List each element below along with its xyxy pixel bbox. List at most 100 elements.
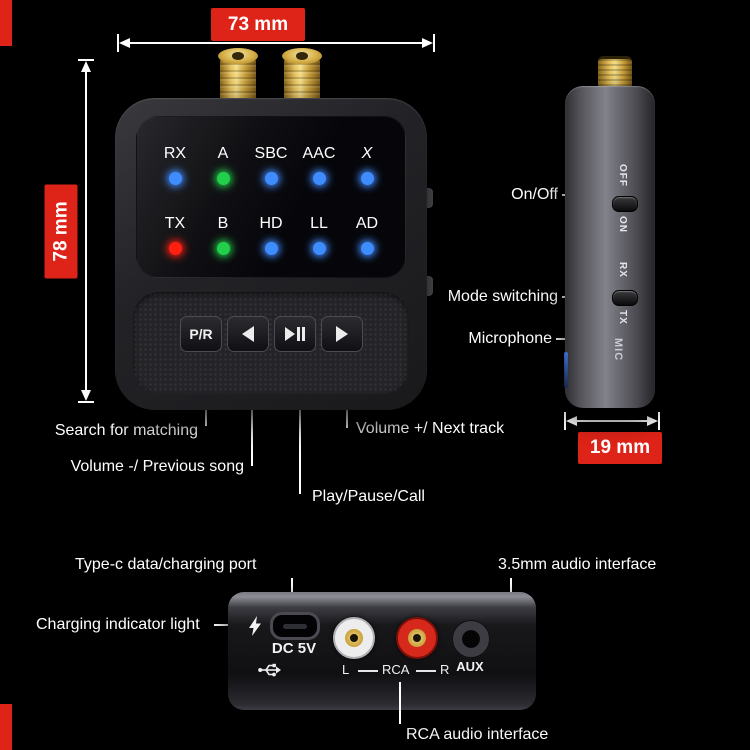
led-ll-indicator xyxy=(312,241,326,255)
pause-bar-icon xyxy=(302,327,305,341)
side-blue-accent xyxy=(564,352,568,388)
rca-left-jack xyxy=(333,617,375,659)
rca-label: RCA xyxy=(382,662,410,677)
arrow-right-icon xyxy=(422,38,433,48)
led-label-aptx: X xyxy=(361,145,373,162)
pairing-button-label: P/R xyxy=(189,326,213,342)
led-label-ll: LL xyxy=(310,215,328,232)
led-ad-indicator xyxy=(360,241,374,255)
led-label-a: A xyxy=(217,145,229,162)
button-row: P/R xyxy=(180,316,363,352)
dimension-tick xyxy=(117,34,119,52)
rca-output-plug-right xyxy=(282,48,322,104)
lightning-icon xyxy=(249,616,261,636)
led-sbc-indicator xyxy=(264,171,278,185)
led-dot-row-1 xyxy=(151,165,391,191)
rca-jack-center xyxy=(408,629,426,647)
depth-dimension-label: 19 mm xyxy=(578,432,662,464)
usb-c-port xyxy=(270,612,320,640)
callout-line xyxy=(346,410,348,428)
next-track-button xyxy=(321,316,363,352)
arrow-right-icon xyxy=(647,416,658,426)
dimension-tick xyxy=(78,401,94,403)
width-dimension-label: 73 mm xyxy=(211,8,305,41)
callout-play-pause: Play/Pause/Call xyxy=(312,488,425,505)
rca-plug-hole xyxy=(232,52,244,60)
height-dimension-label: 78 mm xyxy=(44,184,78,279)
callout-microphone: Microphone xyxy=(468,330,552,347)
mic-label: MIC xyxy=(612,338,624,362)
depth-dimension-line xyxy=(577,420,647,422)
mode-switch xyxy=(612,290,638,306)
usb-c-slot xyxy=(283,623,307,629)
side-switch-nub xyxy=(426,276,433,296)
led-hd-indicator xyxy=(264,241,278,255)
led-label-rx: RX xyxy=(163,145,187,162)
mode-tx-label: TX xyxy=(617,310,628,325)
aux-label: AUX xyxy=(456,659,484,674)
previous-track-icon xyxy=(242,326,254,342)
next-track-icon xyxy=(336,326,348,342)
previous-track-button xyxy=(227,316,269,352)
corner-mark-bottom xyxy=(0,704,12,750)
callout-search-matching: Search for matching xyxy=(54,422,198,439)
power-off-label: OFF xyxy=(617,164,628,187)
led-label-b: B xyxy=(217,215,229,232)
power-switch xyxy=(612,196,638,212)
callout-line xyxy=(299,410,301,494)
led-aptx-indicator xyxy=(360,171,374,185)
corner-mark-top xyxy=(0,0,12,46)
side-switch-nub xyxy=(426,188,433,208)
callout-typec-port: Type-c data/charging port xyxy=(75,556,257,573)
callout-line xyxy=(399,682,401,724)
pause-bar-icon xyxy=(297,327,300,341)
pairing-button: P/R xyxy=(180,316,222,352)
dimension-tick xyxy=(433,34,435,52)
arrow-up-icon xyxy=(81,61,91,72)
play-pause-button xyxy=(274,316,316,352)
callout-volume-plus: Volume +/ Next track xyxy=(356,420,505,437)
callout-line xyxy=(251,410,253,466)
callout-charging-light: Charging indicator light xyxy=(36,616,200,633)
arrow-down-icon xyxy=(81,390,91,401)
rca-plug-cap xyxy=(282,48,322,64)
led-tx-indicator xyxy=(168,241,182,255)
callout-line xyxy=(205,410,207,426)
height-dimension-line xyxy=(85,72,87,390)
dimension-tick xyxy=(564,412,566,430)
callout-on-off: On/Off xyxy=(511,186,558,203)
arrow-left-icon xyxy=(566,416,577,426)
led-label-aac: AAC xyxy=(302,145,336,162)
right-channel-label: R xyxy=(440,662,450,677)
rca-jack-hole xyxy=(413,634,421,642)
textured-grip-area xyxy=(133,292,409,394)
callout-volume-minus: Volume -/ Previous song xyxy=(70,458,244,475)
dimension-tick xyxy=(658,412,660,430)
rca-output-plug-left xyxy=(218,48,258,104)
callout-rca-interface: RCA audio interface xyxy=(406,726,549,743)
led-display-panel: RX A SBC AAC X TX B HD LL AD xyxy=(136,116,406,278)
dash-line xyxy=(358,670,378,672)
arrow-left-icon xyxy=(119,38,130,48)
dash-line xyxy=(416,670,436,672)
led-label-row-2: TX B HD LL AD xyxy=(151,215,391,235)
led-label-hd: HD xyxy=(259,215,283,232)
led-b-indicator xyxy=(216,241,230,255)
dc-5v-label: DC 5V xyxy=(271,640,317,657)
aux-3-5mm-jack xyxy=(452,620,490,658)
callout-mode-switching: Mode switching xyxy=(447,288,558,305)
dimension-tick xyxy=(78,59,94,61)
led-label-row-1: RX A SBC AAC X xyxy=(151,145,391,165)
rca-jack-center xyxy=(345,629,363,647)
led-label-tx: TX xyxy=(164,215,186,232)
rca-plug-hole xyxy=(296,52,308,60)
rca-jack-hole xyxy=(350,634,358,642)
led-label-ad: AD xyxy=(355,215,379,232)
usb-trident-icon xyxy=(258,663,281,677)
rca-plug-cap xyxy=(218,48,258,64)
callout-aux-interface: 3.5mm audio interface xyxy=(498,556,657,573)
led-label-sbc: SBC xyxy=(254,145,288,162)
mode-rx-label: RX xyxy=(617,262,628,278)
led-rx-indicator xyxy=(168,171,182,185)
